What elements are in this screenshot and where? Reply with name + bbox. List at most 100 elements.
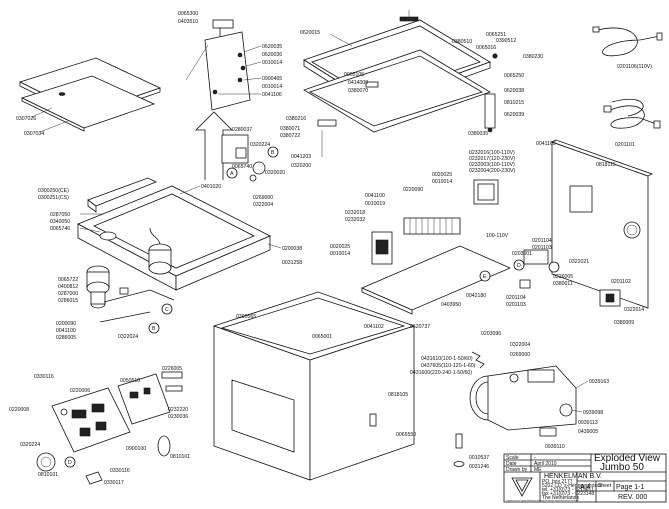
tb-title-1: Exploded View xyxy=(594,453,661,464)
label-0065550: 0065550 xyxy=(396,432,416,438)
label-0286005: 0286005 xyxy=(56,335,76,341)
gasket-ring xyxy=(157,435,171,457)
label-0065105: 0065105 xyxy=(344,72,364,78)
lid-panel xyxy=(18,57,162,133)
label-0041102a: 0041102 xyxy=(536,141,556,147)
power-cable xyxy=(603,98,661,129)
label-0330117: 0330117 xyxy=(104,480,124,486)
label-0041203: 0041203 xyxy=(291,154,311,160)
hinge-assembly xyxy=(185,19,251,111)
label-0380070: 0380070 xyxy=(348,88,368,94)
label-0041106a: 0041106 xyxy=(262,92,282,98)
tb-drawn-label: Drawn by xyxy=(506,467,528,473)
label-0065001: 0065001 xyxy=(312,334,332,340)
label-0201101: 0201101 xyxy=(615,142,635,148)
label-0810215: 0810215 xyxy=(504,100,524,106)
tb-rev: REV. 000 xyxy=(618,494,647,501)
label-0300251: 0300251(CS) xyxy=(38,195,69,201)
label-0230036: 0230036 xyxy=(168,414,188,420)
label-0939110: 0939110 xyxy=(545,444,565,450)
callout-b-top: B xyxy=(267,146,279,158)
label-0020025b: 0020025 xyxy=(330,244,350,250)
label-0810101b: 0810101 xyxy=(38,472,58,478)
label-0431600: 0431600(220-240-1-50/60) xyxy=(410,370,472,376)
label-0201103b: 0201103 xyxy=(506,302,526,308)
label-0620036: 0620036 xyxy=(262,52,282,58)
label-0041100b: 0041100 xyxy=(365,193,385,199)
board-assembly xyxy=(221,134,266,182)
label-0232016: 0232016(100-110V) xyxy=(469,150,515,156)
label-0320200: 0320200 xyxy=(291,163,311,169)
hinge-pin-right xyxy=(484,53,498,133)
label-0330116b: 0330116 xyxy=(110,468,130,474)
svg-text:D: D xyxy=(517,263,521,269)
transformer-left xyxy=(86,265,110,309)
vacuum-lid-frame xyxy=(303,10,491,133)
label-0414000: 0414000 xyxy=(348,80,368,86)
label-0031246: 0031246 xyxy=(469,464,489,470)
label-0390512: 0390512 xyxy=(496,38,516,44)
label-0201106: 0201106(110V) xyxy=(617,64,652,70)
label-0287000: 0287000 xyxy=(58,291,78,297)
label-0380216: 0380216 xyxy=(286,116,306,122)
label-0322021: 0322021 xyxy=(569,259,589,265)
transformer-right xyxy=(148,227,172,275)
label-0818115: 0818115 xyxy=(596,162,616,168)
tb-address-1: PO. box 2177 xyxy=(542,479,573,485)
label-0232017: 0232017(120-230V) xyxy=(469,156,515,162)
label-0380510: 0380510 xyxy=(452,39,472,45)
tb-disclaimer: Copyright reserved. Copying, distributin… xyxy=(506,499,580,502)
tb-scale-value: - xyxy=(534,455,536,461)
svg-text:E: E xyxy=(483,274,487,280)
label-0340050: 0340050 xyxy=(50,219,70,225)
label-0400812: 0400812 xyxy=(58,284,78,290)
label-0201104: 0201104 xyxy=(532,238,552,244)
knob xyxy=(36,452,56,472)
svg-text:A: A xyxy=(230,171,234,177)
label-0065250: 0065250 xyxy=(504,73,524,79)
label-0818105: 0818105 xyxy=(388,392,408,398)
control-pcb xyxy=(117,371,183,425)
tb-title-2: Jumbo 50 xyxy=(600,462,644,473)
label-0307026: 0307026 xyxy=(16,116,36,122)
tb-format: A 4 xyxy=(580,484,590,491)
svg-text:B: B xyxy=(152,326,156,332)
label-0020025: 0020025 xyxy=(432,172,452,178)
tb-address-3: tel. +31(0)73 - 6219611 xyxy=(542,487,594,493)
tb-page: Page 1-1 xyxy=(616,484,645,491)
label-0232220: 0232220 xyxy=(168,407,188,413)
label-0065251: 0065251 xyxy=(486,32,506,38)
label-0010014c: 0010014 xyxy=(432,179,452,185)
vacuum-pump xyxy=(469,351,577,437)
label-0322014: 0322014 xyxy=(624,307,644,313)
label-0939113: 0939113 xyxy=(578,420,598,426)
vacuum-chamber xyxy=(77,185,271,291)
label-0232003: 0232003(100-110V) xyxy=(469,162,515,168)
label-0380230: 0380230 xyxy=(523,54,543,60)
label-0810101: 0810101 xyxy=(170,454,190,460)
label-0322004b: 0322004 xyxy=(510,342,530,348)
label-0269000b: 0269000 xyxy=(510,352,530,358)
label-0200038: 0200038 xyxy=(282,246,302,252)
label-0307034: 0307034 xyxy=(24,131,44,137)
label-0010014d: 0010014 xyxy=(330,251,350,257)
label-0286015: 0286015 xyxy=(58,298,78,304)
handle xyxy=(85,471,103,485)
label-0300250: 0300250(CE) xyxy=(38,188,69,194)
machine-housing xyxy=(212,291,416,481)
label-0041100: 0041100 xyxy=(56,328,76,334)
label-0390565: 0390565 xyxy=(236,314,256,320)
label-0900465: 0900465 xyxy=(262,76,282,82)
label-0232032: 0232032 xyxy=(345,217,365,223)
label-0010537: 0010537 xyxy=(469,455,489,461)
seal-bar xyxy=(87,177,157,213)
label-0010019: 0010019 xyxy=(365,201,385,207)
tb-address-2: 5202 CD 's-Hertogenbosch xyxy=(542,483,602,489)
label-0232004: 0232004(200-230V) xyxy=(469,168,515,174)
tb-scale-label: Scale xyxy=(506,455,519,461)
tb-company: HENKELMAN B.V. xyxy=(544,473,602,480)
label-0330116: 0330116 xyxy=(34,374,54,380)
label-0203096: 0203096 xyxy=(481,331,501,337)
label-0900100: 0900100 xyxy=(126,446,146,452)
